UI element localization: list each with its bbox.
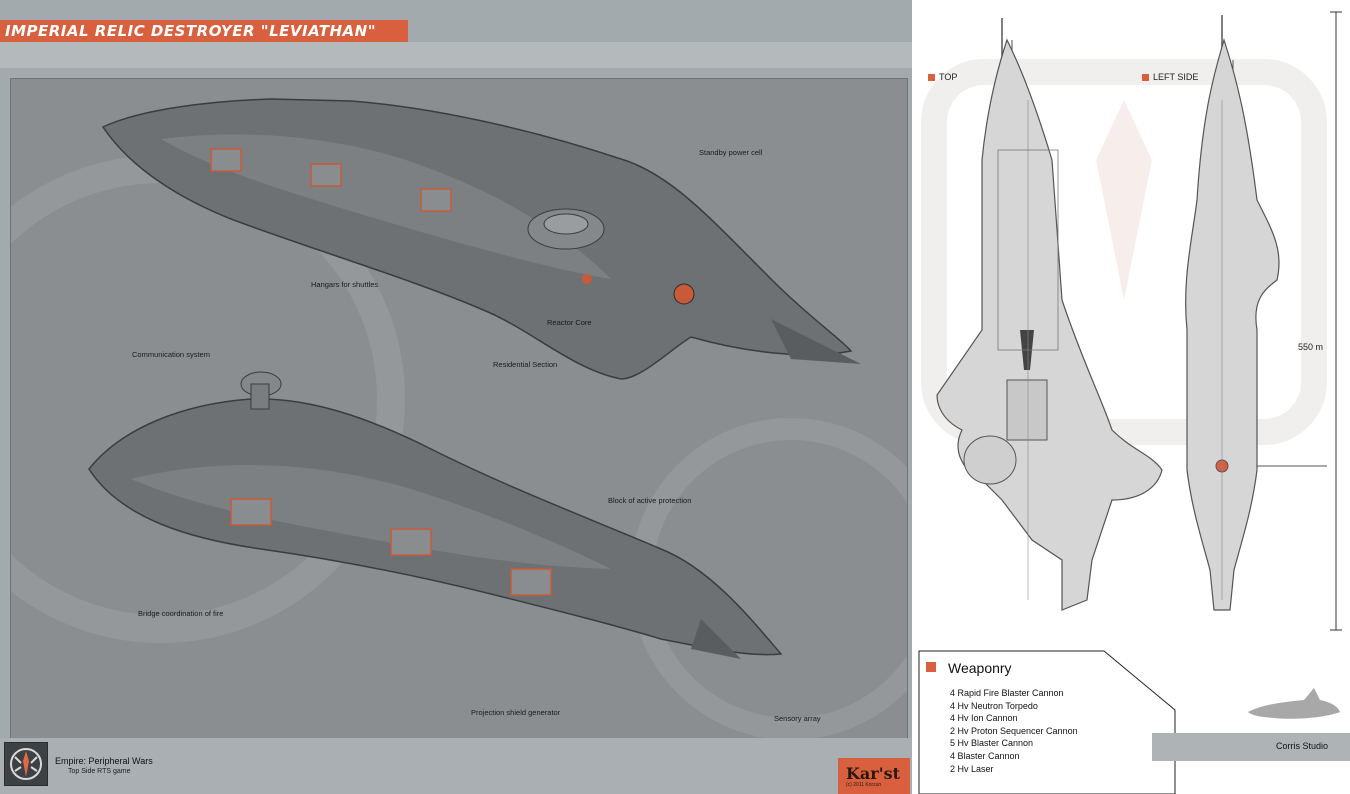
view-label-left-side: LEFT SIDE <box>1142 72 1198 82</box>
weapon-item: 4 Rapid Fire Blaster Cannon <box>950 688 1064 698</box>
ship-render-canvas: Standby power cell Hangars for shuttles … <box>10 78 908 740</box>
view-left-side-text: LEFT SIDE <box>1153 72 1199 82</box>
bg-emblem-arrow <box>1096 100 1152 300</box>
weaponry-panel: Weaponry 4 Rapid Fire Blaster Cannon 4 H… <box>918 650 1176 794</box>
callout-communication-system: Communication system <box>132 350 210 359</box>
ship-renders <box>11 98 907 739</box>
top-view-drawing <box>936 18 1163 611</box>
ship-upper <box>101 98 861 380</box>
callout-block-active-protection: Block of active protection <box>608 496 692 505</box>
artist-copyright: (c) 2011 Korzun <box>846 782 882 788</box>
blueprint-drawings <box>921 11 1342 631</box>
callout-bridge: Bridge coordination of fire <box>138 609 224 618</box>
bullet-square-icon <box>928 73 935 81</box>
emblem-icon <box>10 748 42 780</box>
weapon-item: 4 Hv Neutron Torpedo <box>950 700 1038 711</box>
length-dimension: 550 m <box>1298 342 1324 352</box>
weapon-item: 5 Hv Blaster Cannon <box>950 738 1034 749</box>
view-label-top: TOP <box>928 72 957 82</box>
title-banner: Imperial Relic Destroyer "Leviathan" <box>0 20 408 42</box>
studio-strip: Corris Studio <box>1152 733 1350 761</box>
footer: Empire: Peripheral Wars Top Side RTS gam… <box>0 738 912 794</box>
bg-emblem-frame <box>921 59 1327 445</box>
artist-signature: Kar'st <box>846 764 900 783</box>
studio-name: Corris Studio <box>1275 741 1328 751</box>
bullet-square-icon <box>1142 73 1149 81</box>
blueprint-panel: TOP LEFT SIDE 550 m Weaponry 4 Rapid Fir… <box>912 0 1350 794</box>
callout-standby-power-cell: Standby power cell <box>699 148 763 157</box>
callout-residential-section: Residential Section <box>493 360 558 369</box>
side-view-drawing <box>1185 15 1327 611</box>
callout-sensory-array: Sensory array <box>774 714 821 723</box>
callout-projection-shield: Projection shield generator <box>471 708 561 717</box>
callout-hangars: Hangars for shuttles <box>311 280 379 289</box>
header-strip <box>0 42 912 68</box>
weapon-item: 4 Hv Ion Cannon <box>950 713 1018 724</box>
weapon-item: 4 Blaster Cannon <box>950 750 1020 761</box>
ship-silhouette-icon <box>1248 688 1340 719</box>
signature-box: Kar'st (c) 2011 Korzun <box>838 758 910 794</box>
render-panel: Imperial Relic Destroyer "Leviathan" <box>0 20 912 794</box>
empire-logo <box>4 742 48 786</box>
weaponry-bullet-icon <box>926 662 936 672</box>
callout-reactor-core: Reactor Core <box>547 318 592 327</box>
view-top-text: TOP <box>939 72 958 82</box>
weaponry-title: Weaponry <box>948 660 1012 676</box>
game-subtitle: Top Side RTS game <box>68 768 131 775</box>
weapon-item: 2 Hv Laser <box>950 763 994 774</box>
weapon-item: 2 Hv Proton Sequencer Cannon <box>950 725 1078 736</box>
weaponry-list: 4 Rapid Fire Blaster Cannon 4 Hv Neutron… <box>950 687 1078 775</box>
ship-lower <box>88 371 783 659</box>
dimension-line <box>1330 11 1342 631</box>
page-title: Imperial Relic Destroyer "Leviathan" <box>5 22 377 40</box>
game-name: Empire: Peripheral Wars <box>55 756 153 766</box>
